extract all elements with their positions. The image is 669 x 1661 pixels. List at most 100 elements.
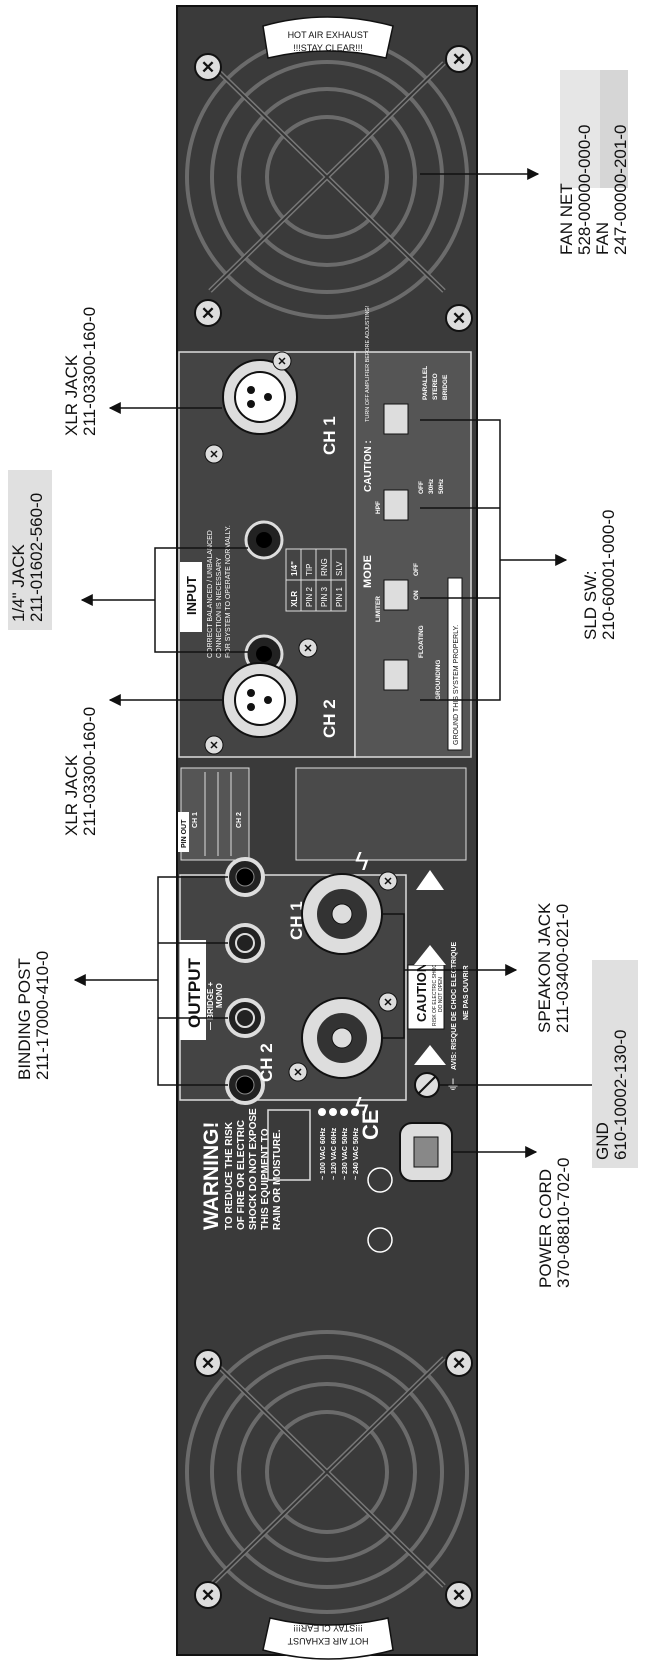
leader-lines — [73, 168, 614, 1158]
output-section: OUTPUT — BRIDGE + MONO CH 1 CH 2 ✕ ✕ ✕ ϟ… — [179, 846, 407, 1121]
warning-section: WARNING! TO REDUCE THE RISK OF FIRE OR E… — [200, 1108, 393, 1253]
svg-text:211-03400-021-0: 211-03400-021-0 — [553, 904, 572, 1033]
svg-text:CH 2: CH 2 — [257, 1043, 276, 1082]
ground-switch[interactable] — [383, 659, 409, 691]
svg-text:✕: ✕ — [201, 1354, 215, 1373]
svg-text:HOT AIR EXHAUST: HOT AIR EXHAUST — [288, 30, 369, 40]
svg-text:DO NOT OPEN: DO NOT OPEN — [438, 977, 444, 1012]
svg-text:~ 120 VAC 60Hz: ~ 120 VAC 60Hz — [331, 1127, 338, 1180]
cert-logo-2 — [367, 1227, 393, 1253]
svg-text:✕: ✕ — [452, 309, 466, 328]
svg-text:PIN 2: PIN 2 — [305, 586, 314, 607]
callout-xlr-ch2: XLR JACK 211-03300-160-0 — [62, 707, 99, 836]
svg-text:PIN 1: PIN 1 — [335, 586, 344, 607]
bottom-fan — [185, 1330, 469, 1614]
caution-note: TURN OFF AMPLIFIER BEFORE ADJUSTING! — [365, 305, 371, 422]
svg-text:OFF: OFF — [413, 563, 420, 576]
svg-text:✕: ✕ — [209, 740, 218, 752]
callout-fan: FAN NET 528-00000-000-0 FAN 247-00000-20… — [557, 70, 630, 255]
svg-text:TO REDUCE THE RISK: TO REDUCE THE RISK — [224, 1121, 235, 1230]
svg-text:370-08810-702-0: 370-08810-702-0 — [554, 1158, 573, 1288]
input-note-1: CORRECT BALANCED / UNBALANCED — [207, 530, 214, 658]
bottom-screws: ✕ ✕ ✕ ✕ — [194, 1349, 473, 1609]
callout-quarter-jack: 1/4" JACK 211-01602-560-0 — [8, 470, 52, 630]
svg-text:211-17000-410-0: 211-17000-410-0 — [33, 951, 52, 1080]
svg-text:✕: ✕ — [293, 1067, 302, 1079]
svg-text:STEREO: STEREO — [432, 373, 439, 400]
limiter-switch[interactable] — [383, 579, 409, 611]
warning-triangle-icon-2 — [414, 945, 446, 965]
svg-text:CH 2: CH 2 — [236, 812, 243, 828]
svg-text:SLV: SLV — [335, 561, 344, 576]
svg-text:OF FIRE OR ELECTRIC: OF FIRE OR ELECTRIC — [236, 1120, 247, 1230]
svg-text:THIS EQUIPMENT TO: THIS EQUIPMENT TO — [260, 1128, 271, 1230]
input-title: INPUT — [184, 576, 199, 615]
svg-text:BRIDGE: BRIDGE — [442, 374, 449, 400]
svg-text:POWER CORD: POWER CORD — [536, 1169, 555, 1288]
svg-text:50Hz: 50Hz — [438, 478, 445, 494]
svg-text:HPF: HPF — [375, 501, 382, 514]
svg-text:XLR: XLR — [290, 591, 299, 607]
lightning-icon: ϟ — [355, 846, 369, 876]
svg-text:!!!STAY CLEAR!!!: !!!STAY CLEAR!!! — [293, 43, 363, 53]
svg-text:— BRIDGE +: — BRIDGE + — [206, 981, 215, 1030]
input-note-3: FOR SYSTEM TO OPERATE NORMALLY. — [225, 525, 232, 658]
svg-text:FAN: FAN — [593, 222, 612, 255]
svg-text:✕: ✕ — [209, 449, 218, 461]
svg-text:✕: ✕ — [303, 643, 312, 655]
top-fan-label: HOT AIR EXHAUST !!!STAY CLEAR!!! — [262, 16, 394, 59]
mode-title: MODE — [362, 555, 374, 588]
svg-text:211-03300-160-0: 211-03300-160-0 — [80, 307, 99, 436]
ch1-label: CH 1 — [320, 416, 339, 455]
output-title: OUTPUT — [185, 958, 204, 1029]
callout-xlr-ch1: XLR JACK 211-03300-160-0 — [62, 307, 99, 436]
hpf-switch[interactable] — [383, 489, 409, 521]
svg-text:NE PAS OUVRIR: NE PAS OUVRIR — [463, 965, 470, 1020]
svg-text:RNG: RNG — [320, 558, 329, 576]
svg-text:✕: ✕ — [452, 50, 466, 69]
svg-text:1/4": 1/4" — [290, 561, 299, 576]
svg-text:XLR JACK: XLR JACK — [62, 754, 81, 836]
mode-switch[interactable] — [383, 403, 409, 435]
svg-text:MONO: MONO — [215, 983, 224, 1008]
pinout-section: PIN OUT CH 1 CH 2 — [178, 767, 467, 861]
warning-triangle-icon — [416, 870, 444, 890]
svg-text:~ 240 VAC 50Hz: ~ 240 VAC 50Hz — [353, 1127, 360, 1180]
svg-text:~ 100 VAC 60Hz: ~ 100 VAC 60Hz — [320, 1127, 327, 1180]
svg-text:210-60001-000-0: 210-60001-000-0 — [599, 510, 618, 640]
svg-text:FAN NET: FAN NET — [557, 183, 576, 255]
callout-gnd: GND 610-10002-130-0 — [592, 960, 638, 1168]
svg-text:CH 1: CH 1 — [192, 812, 199, 828]
svg-text:✕: ✕ — [201, 1586, 215, 1605]
svg-text:FLOATING: FLOATING — [418, 625, 425, 658]
svg-text:PARALLEL: PARALLEL — [422, 366, 429, 400]
svg-text:WARNING!: WARNING! — [200, 1122, 223, 1231]
svg-text:✕: ✕ — [383, 997, 392, 1009]
callout-binding-post: BINDING POST 211-17000-410-0 — [15, 951, 52, 1080]
svg-text:GND: GND — [593, 1122, 612, 1160]
svg-text:211-03300-160-0: 211-03300-160-0 — [80, 707, 99, 836]
svg-text:✕: ✕ — [201, 58, 215, 77]
svg-text:BINDING POST: BINDING POST — [15, 958, 34, 1080]
svg-text:✕: ✕ — [452, 1354, 466, 1373]
svg-text:GROUNDING: GROUNDING — [435, 660, 442, 700]
input-note-2: CONNECTION IS NECESSARY — [216, 557, 223, 658]
warning-triangle-icon-3 — [414, 1045, 446, 1065]
svg-text:AVIS: RISQUE DE CHOC ELECTRIQU: AVIS: RISQUE DE CHOC ELECTRIQUE — [451, 941, 458, 1070]
ch2-label: CH 2 — [320, 699, 339, 738]
svg-text:RISK OF ELECTRIC SHOCK: RISK OF ELECTRIC SHOCK — [432, 960, 438, 1026]
svg-text:CAUTION: CAUTION — [414, 963, 429, 1022]
mode-section: MODE CAUTION : TURN OFF AMPLIFIER BEFORE… — [354, 305, 472, 758]
svg-text:~ 230 VAC 50Hz: ~ 230 VAC 50Hz — [342, 1127, 349, 1180]
svg-text:SLD SW:: SLD SW: — [581, 570, 600, 640]
svg-text:✕: ✕ — [201, 304, 215, 323]
svg-text:TIP: TIP — [305, 564, 314, 576]
svg-text:✕: ✕ — [383, 876, 392, 888]
svg-text:!!!STAY CLEAR!!!: !!!STAY CLEAR!!! — [293, 1623, 363, 1633]
svg-text:✕: ✕ — [277, 356, 286, 368]
callout-power-cord: POWER CORD 370-08810-702-0 — [536, 1158, 573, 1288]
svg-text:✕: ✕ — [452, 1586, 466, 1605]
ce-mark: CE — [358, 1109, 383, 1140]
ground-note: GROUND THIS SYSTEM PROPERLY. — [453, 625, 460, 745]
